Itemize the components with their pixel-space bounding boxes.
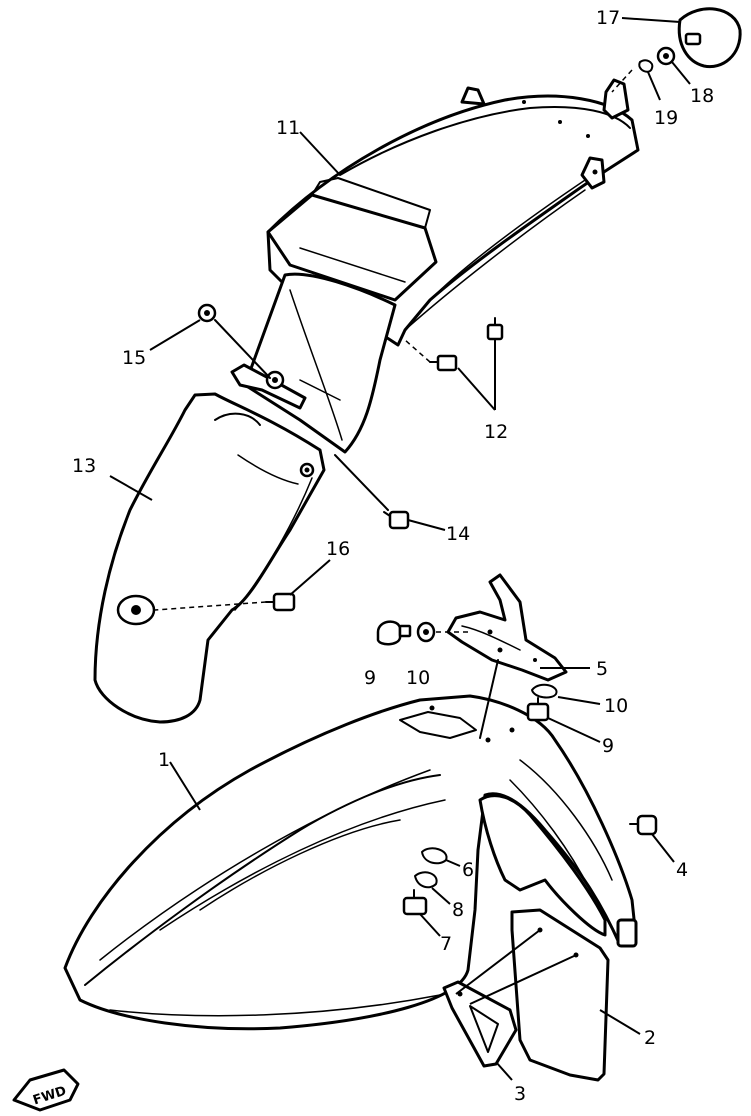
front-fender-hardware bbox=[402, 814, 675, 937]
callout-19: 19 bbox=[654, 107, 678, 129]
callout-16: 16 bbox=[326, 538, 350, 560]
callout-4: 4 bbox=[676, 859, 688, 881]
callout-13: 13 bbox=[72, 455, 96, 477]
callout-1: 1 bbox=[158, 749, 170, 771]
fwd-arrow: FWD bbox=[12, 1068, 80, 1112]
number-plate bbox=[442, 908, 641, 1082]
callout-3: 3 bbox=[514, 1083, 526, 1105]
callout-15: 15 bbox=[122, 347, 146, 369]
callout-labels: 17 18 19 11 15 12 13 14 16 9 10 5 10 9 1… bbox=[72, 7, 714, 1105]
rear-fender bbox=[230, 86, 640, 454]
taillight-parts bbox=[602, 7, 742, 120]
mud-flap bbox=[93, 392, 326, 724]
callout-6: 6 bbox=[462, 859, 474, 881]
callout-2: 2 bbox=[644, 1027, 656, 1049]
callout-5: 5 bbox=[596, 658, 608, 680]
leader-lines bbox=[109, 131, 341, 811]
callout-11: 11 bbox=[276, 117, 300, 139]
bolt-12 bbox=[404, 317, 504, 411]
callout-9-upper: 9 bbox=[364, 667, 376, 689]
callout-9-right: 9 bbox=[602, 735, 614, 757]
front-fender bbox=[63, 694, 638, 1031]
callout-7: 7 bbox=[440, 933, 452, 955]
callout-12: 12 bbox=[484, 421, 508, 443]
callout-18: 18 bbox=[690, 85, 714, 107]
callout-10-right: 10 bbox=[604, 695, 628, 717]
callout-10-upper: 10 bbox=[406, 667, 430, 689]
callout-14: 14 bbox=[446, 523, 470, 545]
fasteners-14-15-16 bbox=[149, 303, 446, 612]
callout-8: 8 bbox=[452, 899, 464, 921]
callout-17: 17 bbox=[596, 7, 620, 29]
fender-bracket bbox=[376, 573, 601, 743]
